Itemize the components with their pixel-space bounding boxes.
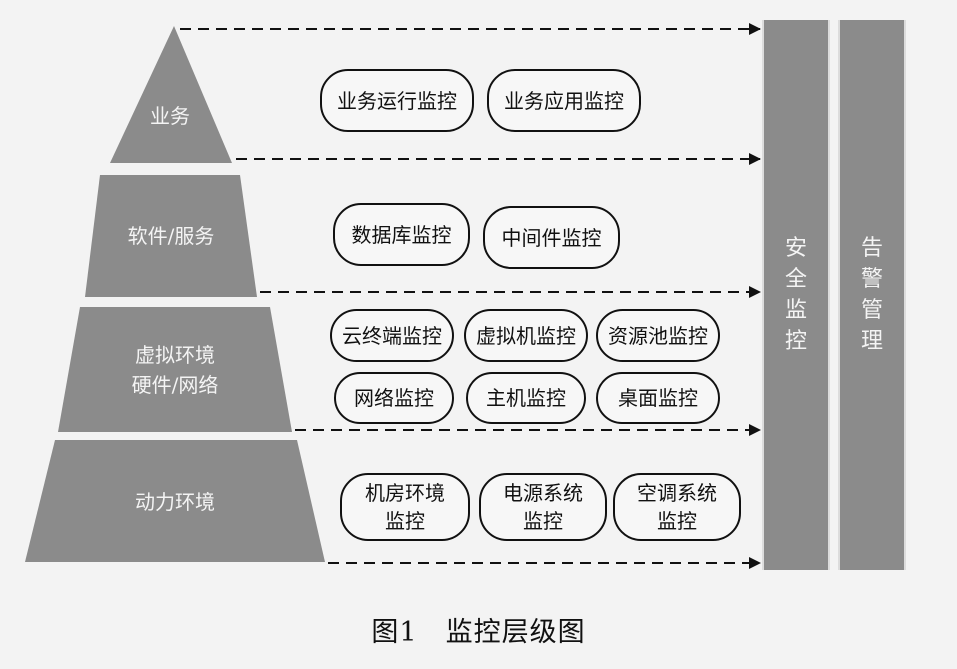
security-monitor-bar: 安全监控 [762,20,830,570]
pill-vm-monitor: 虚拟机监控 [464,309,588,362]
pyramid-tier-business [110,26,232,163]
tier-label-business: 业务 [150,104,190,128]
pill-business-ops-monitor: 业务运行监控 [320,69,474,132]
tier-label-software: 软件/服务 [127,224,215,248]
pill-power-system-monitor: 电源系统 监控 [479,473,607,541]
pyramid-tier-power-env [25,440,325,562]
pill-business-app-monitor: 业务应用监控 [487,69,641,132]
pill-resource-pool-monitor: 资源池监控 [596,309,720,362]
pyramid-tier-software [85,175,257,297]
alarm-management-bar: 告警管理 [838,20,906,570]
tier-label-virtual-hardware: 虚拟环境 硬件/网络 [131,343,219,397]
pill-air-conditioning-monitor: 空调系统 监控 [613,473,741,541]
pill-network-monitor: 网络监控 [334,372,454,424]
tier-label-power-env: 动力环境 [135,490,215,514]
pyramid-tier-virtual-hardware [58,307,292,432]
security-monitor-label: 安全监控 [784,236,807,354]
alarm-management-label: 告警管理 [860,236,883,354]
pill-cloud-terminal-monitor: 云终端监控 [330,309,454,362]
figure-caption: 图1 监控层级图 [371,617,586,648]
pill-database-monitor: 数据库监控 [333,203,470,266]
pill-machine-room-monitor: 机房环境 监控 [340,473,470,541]
pill-middleware-monitor: 中间件监控 [483,206,620,269]
pill-host-monitor: 主机监控 [466,372,586,424]
pill-desktop-monitor: 桌面监控 [596,372,720,424]
